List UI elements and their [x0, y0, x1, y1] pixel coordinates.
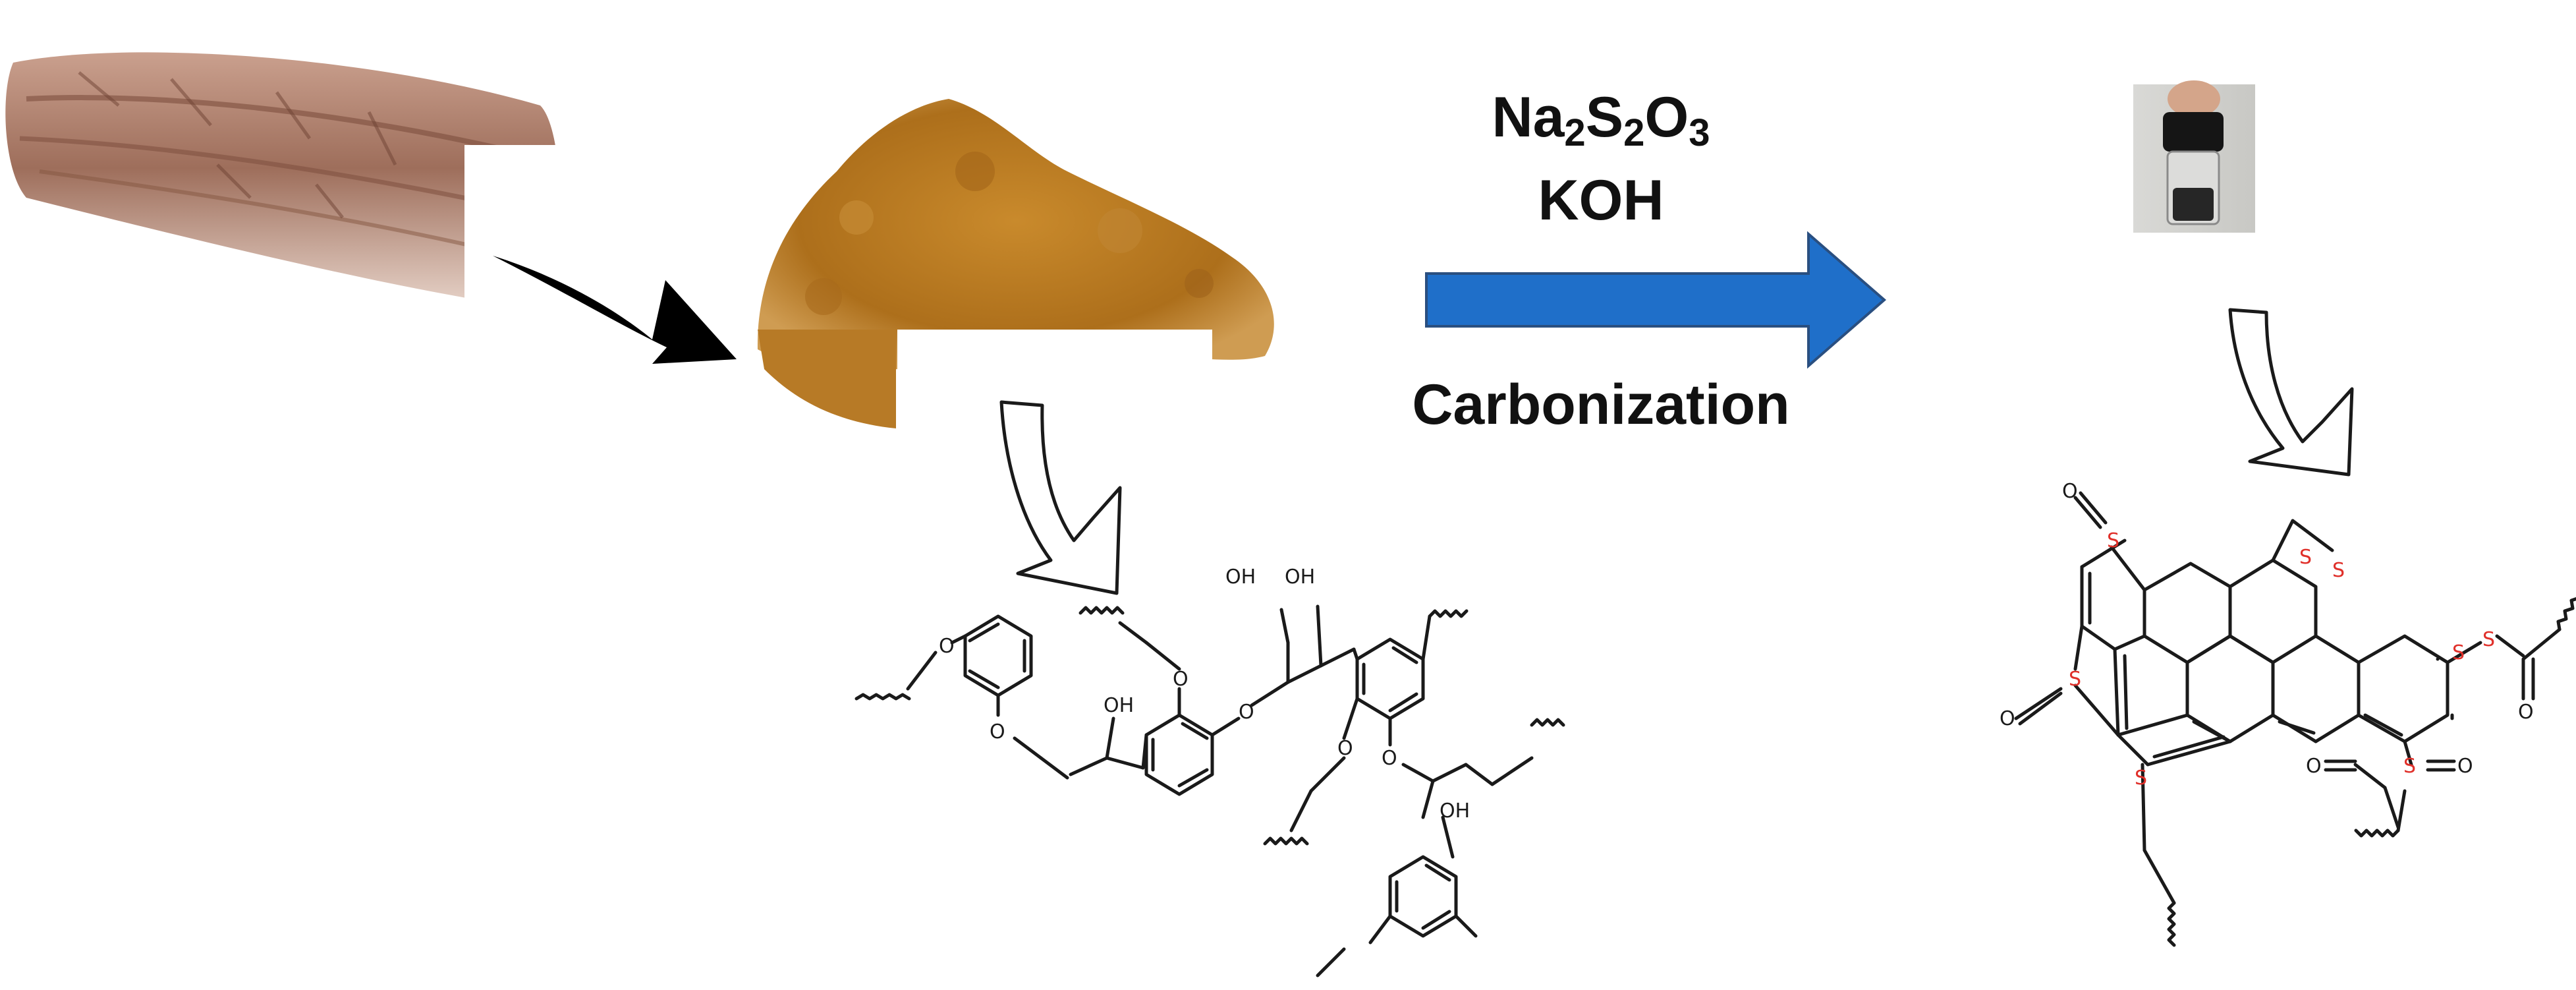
lignin-structure: [854, 604, 1565, 977]
process-arrow: [1425, 231, 1887, 369]
label-oxygen: O: [1382, 747, 1397, 770]
label-oxygen: O: [990, 720, 1005, 743]
label-sulfur: S: [2069, 668, 2081, 691]
process-label: Carbonization: [1412, 373, 1790, 436]
lignin-powder-image: [757, 99, 1274, 440]
label-sulfur: S: [2107, 529, 2119, 552]
carbon-vial-image: [2133, 80, 2255, 233]
reagent-sodium-thiosulfate: Na2S2O3: [1492, 86, 1710, 154]
label-sulfur: S: [2452, 641, 2465, 664]
label-sulfur: S: [2482, 628, 2495, 651]
hollow-arrow-1: [999, 400, 1122, 595]
reagent-labels: Na2S2O3 KOH: [1357, 82, 1845, 236]
product-labels: O S S S S O S S O S S O O: [2000, 480, 2534, 790]
label-hydroxyl: OH: [1285, 566, 1315, 589]
label-hydroxyl: OH: [1440, 800, 1470, 823]
label-hydroxyl: OH: [1225, 566, 1256, 589]
wood-log-image: [5, 52, 580, 363]
label-oxygen: O: [939, 635, 955, 658]
label-oxygen: O: [2457, 755, 2473, 778]
label-oxygen: O: [2000, 707, 2015, 730]
reagent-potassium-hydroxide: KOH: [1538, 168, 1664, 232]
label-sulfur: S: [2299, 546, 2312, 569]
label-oxygen: O: [2306, 755, 2322, 778]
label-oxygen: O: [1173, 668, 1189, 691]
label-sulfur: S: [2332, 559, 2345, 582]
curved-arrow-1: [493, 256, 737, 364]
label-oxygen: O: [1337, 737, 1353, 760]
hollow-arrow-2: [2228, 308, 2354, 477]
label-sulfur: S: [2403, 755, 2416, 778]
label-oxygen: O: [2062, 480, 2078, 503]
product-structure: [2014, 491, 2576, 947]
label-oxygen: O: [1239, 701, 1254, 724]
label-oxygen: O: [2518, 701, 2534, 724]
label-sulfur: S: [2135, 767, 2147, 790]
lignin-labels: O O OH O O OH OH O O OH: [939, 566, 1470, 823]
label-hydroxyl: OH: [1104, 694, 1134, 717]
